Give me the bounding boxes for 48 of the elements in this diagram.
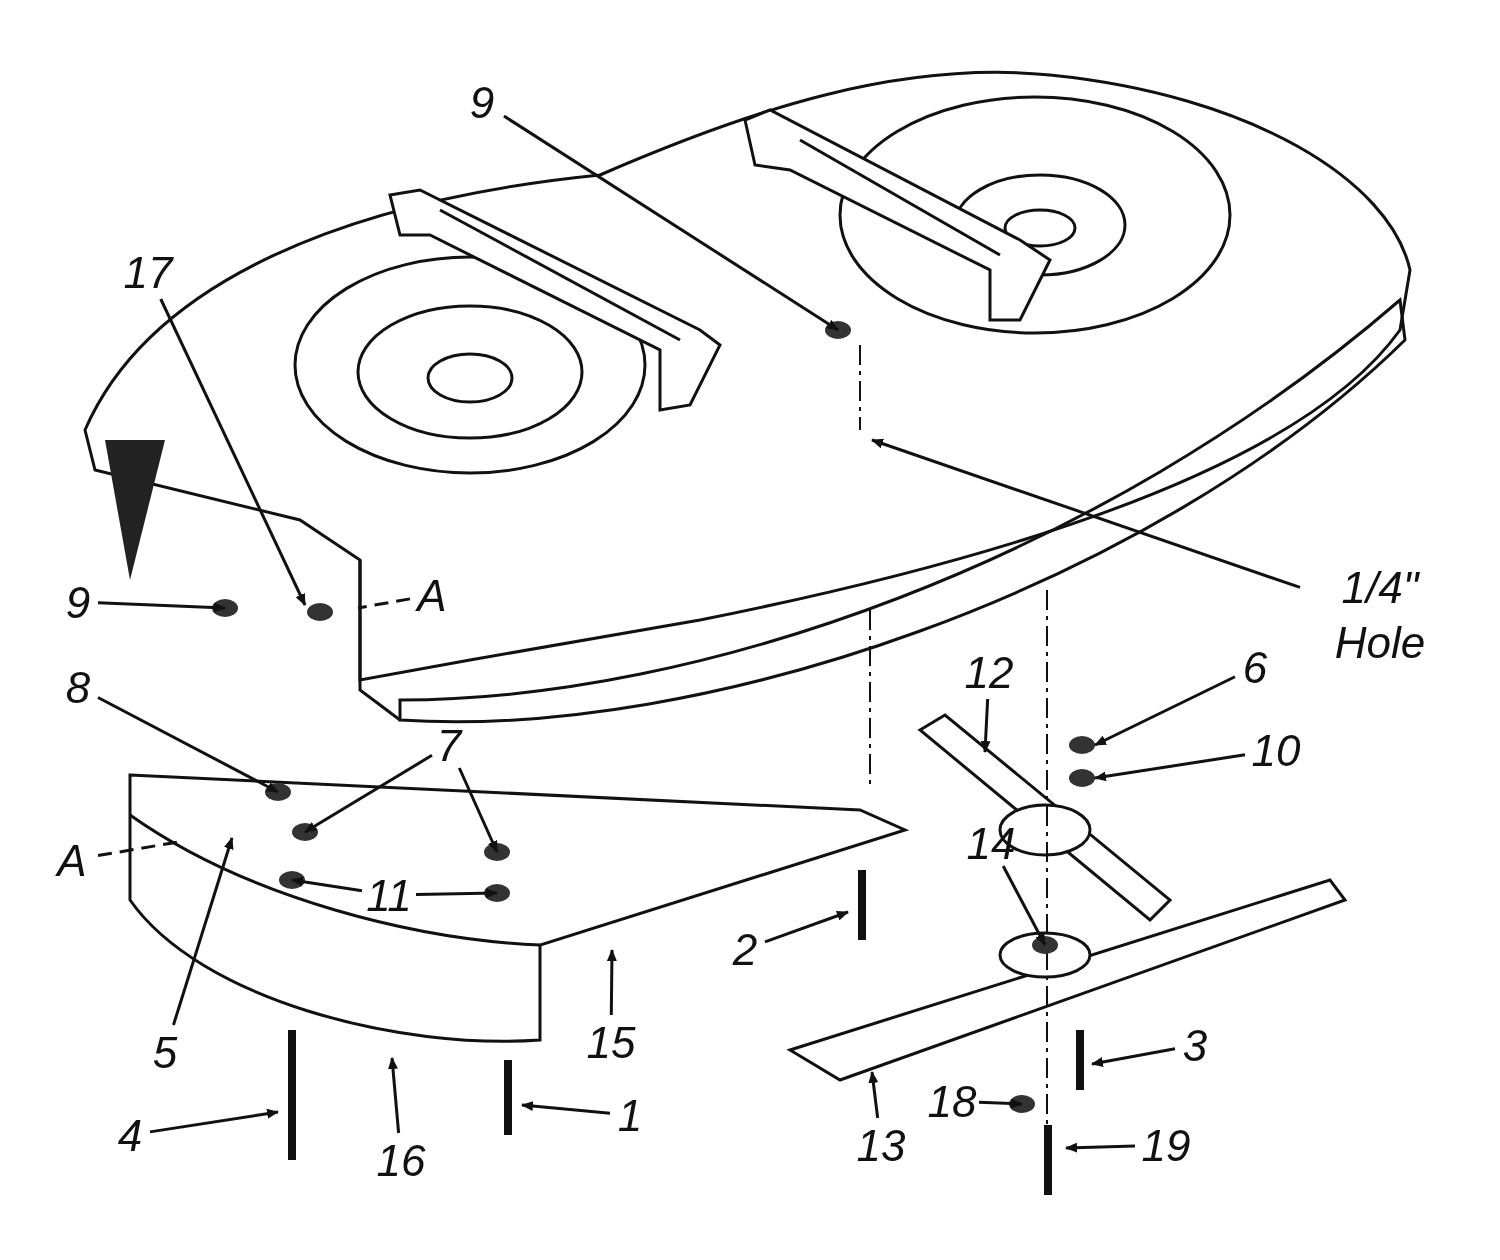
callout-number: 18: [925, 1078, 979, 1124]
leader-line: [415, 888, 498, 899]
leader-line: [159, 298, 307, 606]
leader-line: [1091, 1047, 1176, 1067]
callout-number: 1/4" Hole: [1300, 560, 1460, 670]
leader-line: [764, 910, 849, 944]
callout-number: 15: [580, 1015, 642, 1069]
leader-line: [1065, 1142, 1136, 1153]
leader-line: [172, 837, 234, 1026]
leader-line: [606, 949, 617, 1016]
callout-number: 9: [460, 75, 504, 129]
callout-number: A: [410, 568, 454, 622]
callout-number: 5: [145, 1025, 185, 1079]
leader-line: [457, 767, 499, 853]
callout-number: 13: [850, 1118, 912, 1172]
callout-number: 14: [962, 820, 1020, 866]
leader-line: [503, 114, 839, 332]
leader-line: [97, 696, 279, 794]
callout-number: 17: [118, 245, 178, 299]
leader-line: [291, 876, 363, 893]
callout-number: 16: [370, 1133, 432, 1187]
leader-line: [97, 840, 179, 858]
leader-line: [1094, 753, 1246, 782]
callout-number: 19: [1135, 1118, 1197, 1172]
callout-number: A: [46, 832, 98, 888]
leader-line: [357, 597, 411, 610]
leader-line: [149, 1108, 279, 1134]
leader-line: [1094, 675, 1236, 747]
leader-line: [97, 601, 226, 613]
callout-number: 10: [1245, 723, 1307, 777]
leader-line: [388, 1057, 401, 1134]
callout-number: 9: [58, 575, 98, 629]
leader-line: [980, 698, 991, 753]
leader-line: [978, 1098, 1023, 1109]
callout-number: 4: [110, 1108, 150, 1162]
callout-number: 6: [1235, 640, 1275, 694]
callout-number: 2: [725, 922, 765, 976]
callout-number: 7: [432, 722, 466, 768]
callout-number: 12: [958, 645, 1020, 699]
leader-line: [521, 1101, 611, 1115]
leader-line: [1001, 865, 1047, 946]
leader-line: [871, 438, 1301, 589]
callout-number: 8: [58, 660, 98, 714]
callout-number: 3: [1175, 1018, 1215, 1072]
leader-line: [304, 754, 433, 834]
leader-line: [868, 1071, 880, 1119]
callout-number: 11: [362, 872, 416, 918]
callout-number: 1: [610, 1088, 650, 1142]
